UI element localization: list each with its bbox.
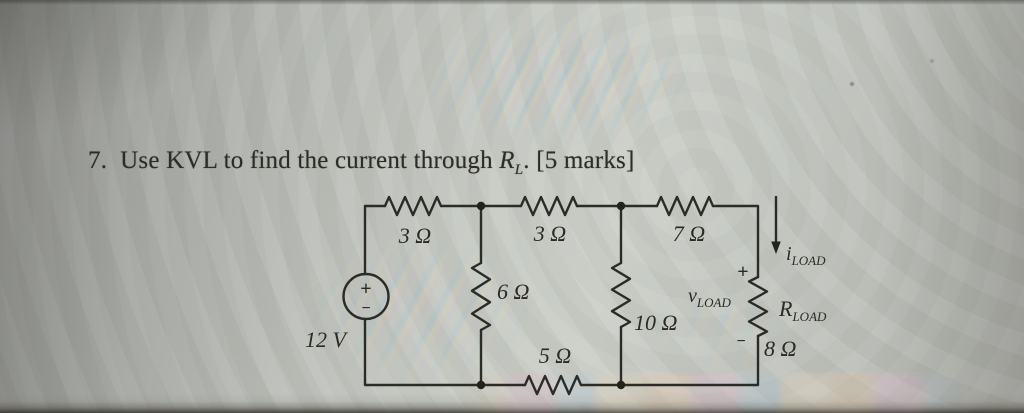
resistor-3ohm-2-label: 3 Ω	[533, 221, 567, 246]
problem-number: 7.	[88, 147, 108, 174]
source-plus-sign: +	[360, 278, 371, 300]
resistor-5ohm-zigzag	[523, 374, 583, 396]
source-voltage-label: 12 V	[305, 327, 349, 352]
problem-tail: . [5 marks]	[523, 147, 635, 174]
node-dot-top-right	[616, 201, 626, 211]
rload-label: RLOAD	[778, 296, 827, 324]
load-minus-sign: −	[736, 333, 745, 350]
iload-label: iLOAD	[786, 243, 826, 268]
resistor-10ohm-label: 10 Ω	[634, 310, 678, 335]
source-minus-sign: −	[361, 300, 370, 317]
resistor-rload-zigzag	[747, 275, 769, 338]
iload-current-arrow	[771, 195, 781, 254]
resistor-10ohm-zigzag	[610, 261, 632, 329]
resistor-8ohm-label: 8 Ω	[764, 336, 797, 361]
node-dot-bottom-left	[476, 380, 486, 390]
vload-label: vLOAD	[688, 285, 731, 310]
problem-statement: 7. Use KVL to find the current through RL…	[88, 147, 635, 178]
problem-text: Use KVL to find the current through	[120, 147, 493, 174]
resistor-5ohm-label: 5 Ω	[539, 343, 572, 368]
resistor-3ohm-1-zigzag	[383, 195, 443, 217]
resistor-3ohm-2-zigzag	[519, 195, 579, 217]
resistor-6ohm-label: 6 Ω	[497, 279, 530, 304]
resistor-6ohm-zigzag	[470, 261, 492, 332]
voltage-source	[342, 272, 390, 321]
resistor-7ohm-zigzag	[655, 195, 715, 217]
node-dot-bottom-right	[616, 380, 626, 390]
resistor-3ohm-1-label: 3 Ω	[398, 223, 432, 248]
load-plus-sign: +	[737, 261, 748, 283]
resistor-7ohm-label: 7 Ω	[673, 221, 706, 246]
problem-variable: RL	[499, 147, 524, 178]
node-dot-top-left	[476, 201, 486, 211]
